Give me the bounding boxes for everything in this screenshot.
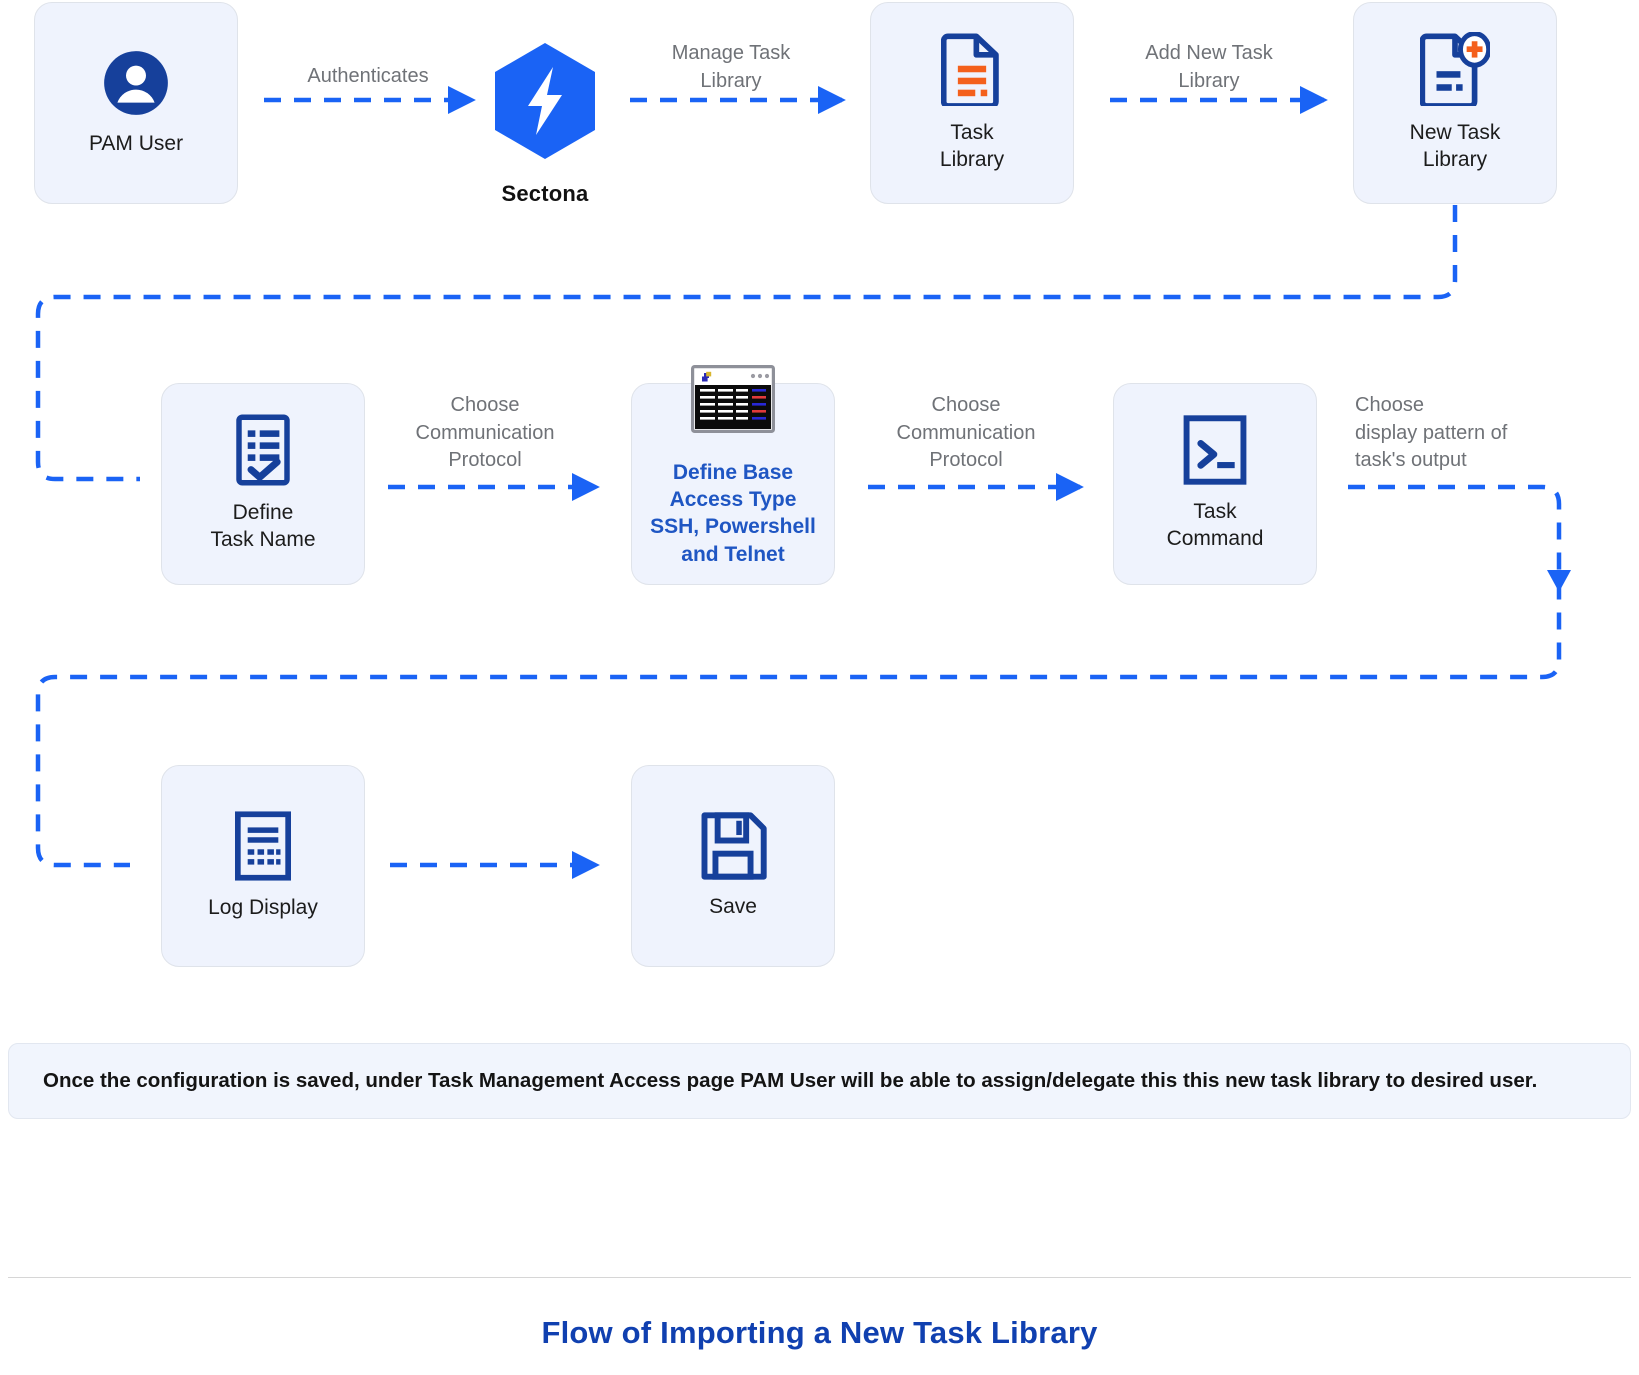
edge-label-choose-communication-protocol-2: Choose Communication Protocol xyxy=(896,394,1036,472)
info-note-banner: Once the configuration is saved, under T… xyxy=(8,1043,1631,1119)
node-task-command[interactable]: Task Command xyxy=(1113,383,1317,585)
node-label: Define Task Name xyxy=(210,501,316,551)
edge-label-add-new-task-library: Add New Task Library xyxy=(1145,42,1273,92)
node-pam-user[interactable]: PAM User xyxy=(34,2,238,204)
node-define-task-name[interactable]: Define Task Name xyxy=(161,383,365,585)
node-new-task-library[interactable]: New Task Library xyxy=(1353,2,1557,204)
node-label: Task Library xyxy=(939,121,1005,171)
node-label: Save xyxy=(709,894,757,918)
user-avatar-icon xyxy=(102,49,170,117)
node-label: Log Display xyxy=(208,895,318,919)
node-save[interactable]: Save xyxy=(631,765,835,967)
terminal-window-icon xyxy=(691,365,776,438)
edge-label-choose-display-pattern: Choose display pattern of task's output xyxy=(1355,394,1508,472)
command-prompt-icon xyxy=(1182,415,1248,486)
edge-choose-display-pattern xyxy=(35,484,1562,868)
document-add-icon xyxy=(1420,32,1490,107)
info-note-text: Once the configuration is saved, under T… xyxy=(43,1068,1538,1092)
node-label: Sectona xyxy=(501,181,589,206)
node-label: PAM User xyxy=(88,131,184,155)
node-label: Define Base Access Type SSH, Powershell … xyxy=(650,460,816,566)
edge-label-authenticates: Authenticates xyxy=(307,65,429,87)
log-document-icon xyxy=(232,811,294,881)
floppy-disk-icon xyxy=(699,812,767,880)
footer-divider xyxy=(8,1277,1631,1278)
sectona-hexagon-logo xyxy=(490,40,600,167)
node-define-base-access-type[interactable]: Define Base Access Type SSH, Powershell … xyxy=(631,383,835,585)
node-log-display[interactable]: Log Display xyxy=(161,765,365,967)
edge-arrowhead-down xyxy=(1547,570,1571,592)
edge-label-manage-task-library: Manage Task Library xyxy=(671,42,791,92)
node-label: Task Command xyxy=(1166,500,1264,550)
document-list-icon xyxy=(941,32,1003,107)
checklist-icon xyxy=(232,414,294,486)
edge-label-choose-communication-protocol-1: Choose Communication Protocol xyxy=(415,394,555,472)
node-sectona[interactable]: Sectona xyxy=(476,40,614,207)
diagram-title: Flow of Importing a New Task Library xyxy=(541,1315,1098,1350)
node-label: New Task Library xyxy=(1409,121,1501,171)
node-task-library[interactable]: Task Library xyxy=(870,2,1074,204)
